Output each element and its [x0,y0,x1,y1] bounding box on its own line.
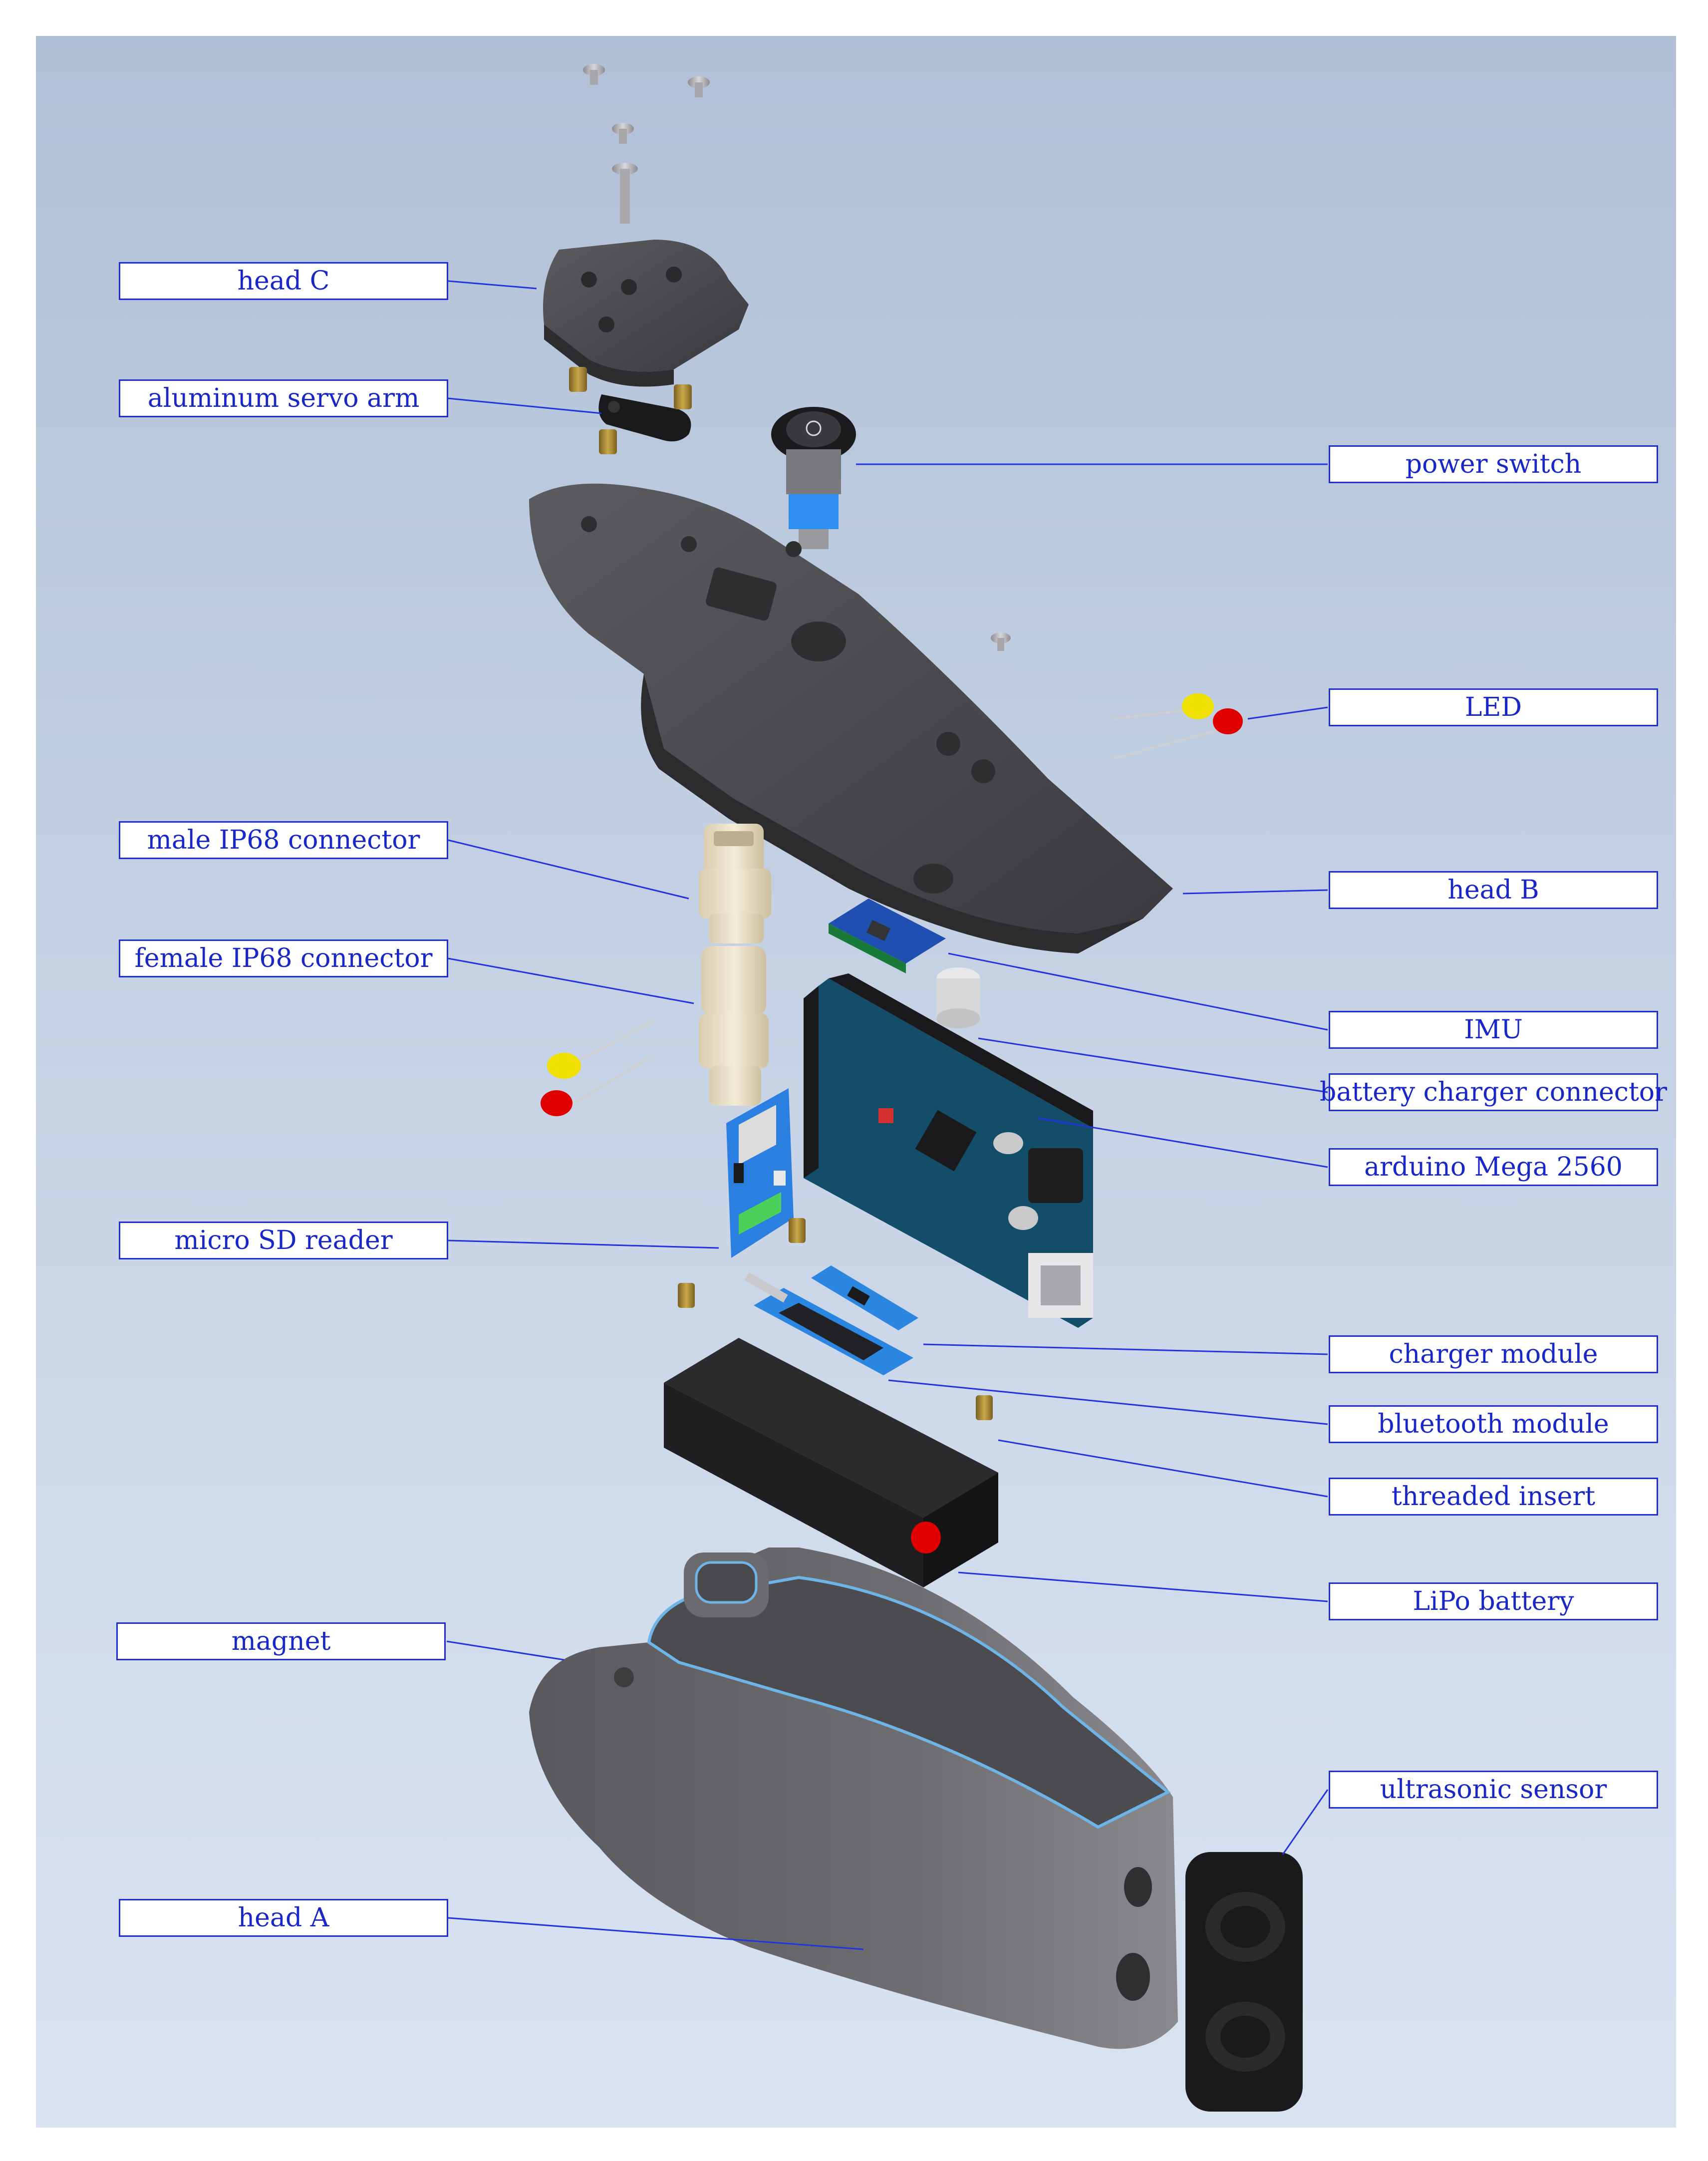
bluetooth-module-part [744,1272,913,1375]
label-arduino-mega-2560: arduino Mega 2560 [1329,1148,1658,1186]
leader-servo-arm [448,397,602,414]
battery-charger-connector-part [936,967,980,1028]
leader-head-b [1182,889,1328,895]
male-ip68-connector-part [699,824,771,943]
leader-lines [446,280,1329,1950]
power-switch-part [771,407,856,549]
threaded-insert-group-a [569,367,692,454]
charger-module-part [811,1265,918,1330]
label-ultrasonic-sensor: ultrasonic sensor [1329,1771,1658,1809]
screw-long [612,163,638,224]
label-head-a: head A [119,1899,448,1937]
leader-arduino-mega [1038,1117,1328,1168]
female-ip68-connector-part [699,946,769,1106]
led-pair-lower [541,1020,654,1116]
label-micro-sd-reader: micro SD reader [119,1222,448,1259]
label-male-ip68-connector: male IP68 connector [119,821,448,859]
screw [688,76,710,97]
leader-micro-sd-reader [448,1239,719,1249]
leader-led [1247,706,1328,720]
leader-lipo-battery [958,1571,1328,1602]
leader-head-a [448,1917,864,1950]
leader-female-ip68 [448,957,694,1004]
screw [583,64,605,85]
label-head-c: head C [119,262,448,300]
head-c-part [543,240,749,387]
ultrasonic-sensor-part [1185,1852,1303,2112]
screw [612,123,634,144]
leader-ultrasonic-sensor [1282,1789,1329,1855]
servo-arm-part [598,394,691,442]
screw-small-right [991,632,1011,651]
label-female-ip68-connector: female IP68 connector [119,939,448,977]
label-imu: IMU [1329,1011,1658,1049]
label-magnet: magnet [116,1622,446,1660]
leader-magnet [446,1640,565,1661]
label-head-b: head B [1329,871,1658,909]
threaded-insert-group-b [678,1218,993,1420]
leader-charger-module [923,1343,1328,1355]
lipo-battery-part [664,1338,998,1587]
leader-threaded-insert [998,1439,1328,1498]
label-aluminum-servo-arm: aluminum servo arm [119,379,448,417]
micro-sd-reader-part [726,1088,794,1258]
label-lipo-battery: LiPo battery [1329,1582,1658,1620]
led-pair-upper [1113,693,1243,760]
head-b-part [529,483,1173,953]
arduino-mega-part [804,973,1093,1328]
screw-group-top [583,64,710,224]
label-battery-charger-connector: battery charger connector [1320,1073,1667,1111]
leader-head-c [448,280,537,290]
leader-bluetooth-module [888,1379,1328,1425]
leader-battery-charger-connector [978,1037,1328,1093]
label-charger-module: charger module [1329,1335,1658,1373]
leader-imu [948,952,1328,1031]
label-bluetooth-module: bluetooth module [1329,1405,1658,1443]
label-threaded-insert: threaded insert [1329,1478,1658,1516]
head-a-part [529,1547,1178,2049]
leader-male-ip68 [448,839,689,900]
label-led: LED [1329,688,1658,726]
imu-part [829,899,946,973]
label-power-switch: power switch [1329,445,1658,483]
